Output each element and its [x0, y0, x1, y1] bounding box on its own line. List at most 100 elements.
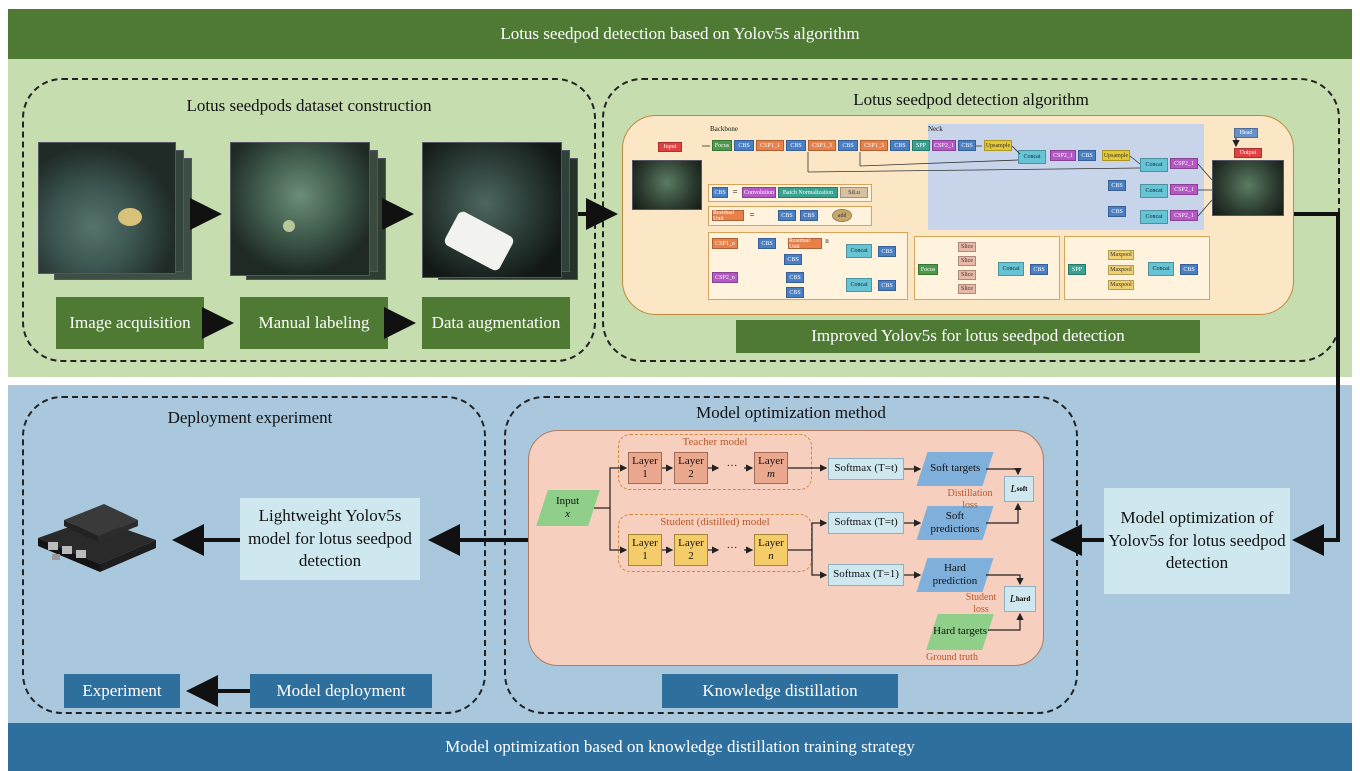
knowledge-distillation-box: Knowledge distillation	[662, 674, 898, 708]
concat-chip: Concat	[1140, 184, 1168, 198]
step-manual-labeling: Manual labeling	[240, 297, 388, 349]
csp1-3-chip: CSP1_3	[808, 140, 836, 151]
backbone-label: Backbone	[710, 124, 738, 133]
concat-chip: Concat	[1140, 210, 1168, 224]
cbs-chip: CBS	[838, 140, 858, 151]
cbs-chip: CBS	[778, 210, 796, 221]
cbs-chip: CBS	[786, 140, 806, 151]
cbs-chip: CBS	[878, 246, 896, 257]
csp2-1-chip: CSP2_1	[932, 140, 956, 151]
silu-chip: SiLu	[840, 187, 868, 198]
jetson-board-icon	[34, 490, 160, 576]
student-softmax-soft: Softmax (T=t)	[828, 512, 904, 534]
input-chip: Input	[658, 142, 682, 152]
seedpod-icon	[283, 220, 295, 232]
csp2-1-chip: CSP2_1	[1170, 158, 1198, 169]
student-model-label: Student (distilled) model	[660, 516, 770, 529]
cbs-chip: CBS	[878, 280, 896, 291]
maxpool-chip: Maxpool	[1108, 265, 1134, 275]
cbs-chip: CBS	[800, 210, 818, 221]
concat-chip: Concat	[998, 262, 1024, 276]
concat-chip: Concat	[846, 244, 872, 258]
step-data-augmentation: Data augmentation	[422, 297, 570, 349]
cbs-chip: CBS	[890, 140, 910, 151]
residual-unit-chip: Residual Unit	[788, 238, 822, 250]
cbs-chip: CBS	[786, 272, 804, 283]
experiment-box: Experiment	[64, 674, 180, 708]
equals-sign: =	[732, 186, 738, 197]
teacher-softmax: Softmax (T=t)	[828, 458, 904, 480]
csp1-3-chip: CSP1_3	[860, 140, 888, 151]
slice-chip: Slice	[958, 270, 976, 280]
lightweight-model-box: Lightweight Yolov5s model for lotus seed…	[240, 498, 420, 580]
csp2-1-chip: CSP2_1	[1170, 184, 1198, 195]
csp2-1-chip: CSP2_1	[1170, 210, 1198, 221]
cbs-chip: CBS	[1180, 264, 1198, 275]
concat-chip: Concat	[1148, 262, 1174, 276]
cbs-chip: CBS	[1030, 264, 1048, 275]
slice-chip: Slice	[958, 242, 976, 252]
cbs-chip: CBS	[784, 254, 802, 265]
neck-label: Neck	[928, 124, 943, 133]
cbs-chip: CBS	[734, 140, 754, 151]
deployment-title: Deployment experiment	[167, 408, 333, 427]
student-softmax-hard: Softmax (T=1)	[828, 564, 904, 586]
seedpod-icon	[118, 208, 142, 226]
cbs-chip: CBS	[1108, 180, 1126, 191]
student-loss-label: Student loss	[965, 592, 997, 615]
slice-chip: Slice	[958, 256, 976, 266]
residual-unit-chip: Residual Unit	[712, 210, 744, 222]
output-chip: Output	[1234, 148, 1262, 158]
convolution-chip: Convolution	[742, 187, 776, 198]
spp-chip: SPP	[912, 140, 930, 151]
cbs-chip: CBS	[758, 238, 776, 249]
concat-chip: Concat	[1140, 158, 1168, 172]
teacher-model-group	[618, 434, 812, 490]
ground-truth-label: Ground truth	[926, 652, 978, 663]
model-optimization-side-box: Model optimization of Yolov5s for lotus …	[1104, 488, 1290, 594]
cbs-chip: CBS	[712, 187, 728, 198]
cbs-chip: CBS	[958, 140, 976, 151]
concat-chip: Concat	[1018, 150, 1046, 164]
model-deployment-box: Model deployment	[250, 674, 432, 708]
concat-chip: Concat	[846, 278, 872, 292]
maxpool-chip: Maxpool	[1108, 280, 1134, 290]
csp2-n-chip: CSP2_n	[712, 272, 738, 283]
slice-chip: Slice	[958, 284, 976, 294]
student-ellipsis: ···	[726, 542, 738, 555]
batch-norm-chip: Batch Normalization	[778, 187, 838, 198]
upsample-chip: Upsample	[984, 140, 1012, 151]
detection-title: Lotus seedpod detection algorithm	[853, 90, 1089, 109]
input-image	[632, 160, 702, 210]
teacher-ellipsis: ···	[726, 460, 738, 473]
focus-chip: Focus	[712, 140, 732, 151]
csp2-1-chip: CSP2_1	[1050, 150, 1076, 161]
optimization-title: Model optimization method	[696, 403, 886, 422]
cbs-chip: CBS	[1078, 150, 1096, 161]
n-label: n	[825, 236, 829, 245]
csp1-n-chip: CSP1_n	[712, 238, 738, 249]
cbs-chip: CBS	[1108, 206, 1126, 217]
step-image-acquisition: Image acquisition	[56, 297, 204, 349]
detection-footer: Improved Yolov5s for lotus seedpod detec…	[736, 320, 1200, 353]
upsample-chip: Upsample	[1102, 150, 1130, 161]
bottom-banner: Model optimization based on knowledge di…	[8, 723, 1352, 771]
cbs-chip: CBS	[786, 287, 804, 298]
spp-chip: SPP	[1068, 264, 1086, 275]
csp1-1-chip: CSP1_1	[756, 140, 784, 151]
focus-chip: Focus	[918, 264, 938, 275]
top-banner: Lotus seedpod detection based on Yolov5s…	[8, 9, 1352, 59]
output-image	[1212, 160, 1284, 216]
head-chip: Head	[1234, 128, 1258, 138]
maxpool-chip: Maxpool	[1108, 250, 1134, 260]
distillation-loss-label: Distillation loss	[947, 488, 993, 511]
teacher-model-label: Teacher model	[682, 436, 748, 449]
